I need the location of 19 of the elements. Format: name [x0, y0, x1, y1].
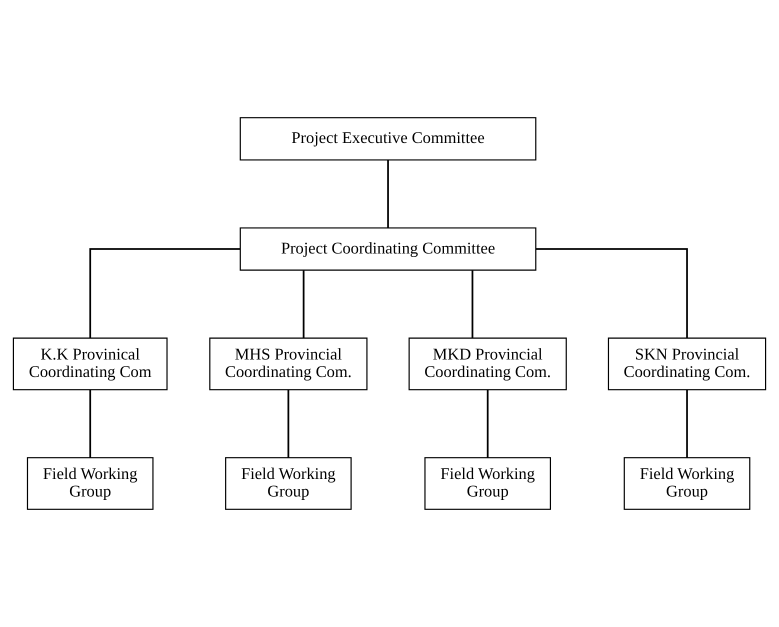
node-box: Project Coordinating Committee	[240, 227, 536, 271]
node-box: Field Working Group	[26, 457, 154, 510]
node-box: MHS Provincial Coordinating Com.	[209, 338, 368, 390]
node-box: Field Working Group	[624, 457, 750, 510]
node-box: SKN Provincial Coordinating Com.	[608, 338, 766, 390]
connector	[387, 160, 389, 228]
connector	[89, 390, 92, 458]
node-box: MKD Provincial Coordinating Com.	[408, 338, 567, 390]
connector	[486, 390, 489, 458]
connector	[686, 390, 688, 458]
connector	[472, 270, 474, 338]
connector	[288, 390, 290, 458]
node-box: Field Working Group	[225, 457, 352, 510]
connector	[536, 248, 688, 338]
connector	[302, 270, 304, 338]
node-box: Project Executive Committee	[240, 117, 536, 160]
connector	[89, 248, 240, 338]
node-box: Field Working Group	[424, 457, 552, 510]
node-box: K.K Provinical Coordinating Com	[12, 338, 168, 390]
